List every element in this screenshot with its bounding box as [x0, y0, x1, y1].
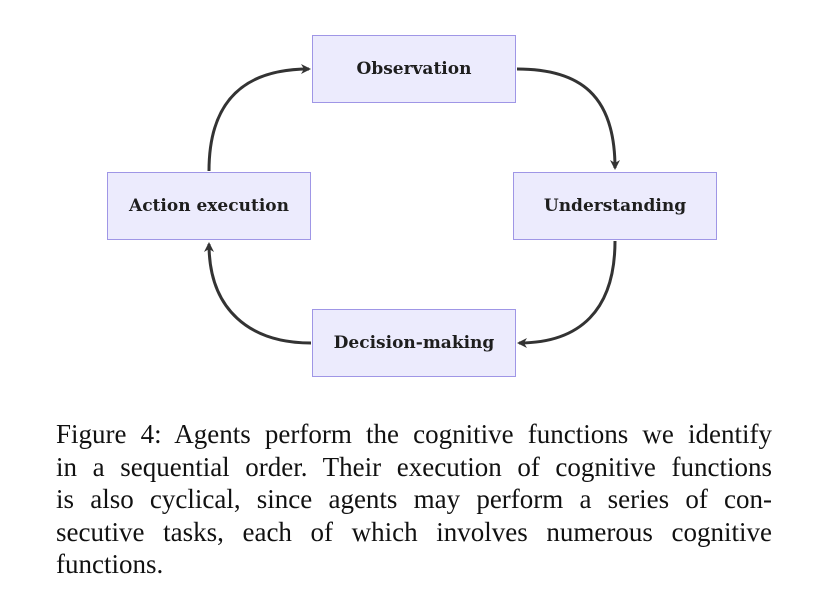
caption-line-5: functions. [56, 549, 164, 579]
figure-caption: Figure 4: Agents perform the cognitive f… [56, 418, 772, 581]
node-understanding: Understanding [513, 172, 717, 240]
caption-line-4: secutive tasks, each of which involves n… [56, 516, 772, 547]
cycle-arrows [204, 64, 620, 348]
node-decision-making: Decision-making [312, 309, 516, 377]
arrow-action-to-observation [207, 64, 311, 172]
arrow-decision-to-action [204, 242, 312, 345]
node-action-execution: Action execution [107, 172, 311, 240]
caption-line-3: is also cyclical, since agents may perfo… [56, 484, 772, 514]
arrow-observation-to-understanding [516, 67, 620, 170]
arrow-understanding-to-decision [517, 240, 617, 348]
cognitive-cycle-diagram: Observation Understanding Decision-makin… [107, 35, 717, 377]
caption-line-2: in a sequential order. Their execution o… [56, 451, 772, 482]
node-observation: Observation [312, 35, 516, 103]
caption-line-1: Figure 4: Agents perform the cognitive f… [56, 419, 772, 449]
